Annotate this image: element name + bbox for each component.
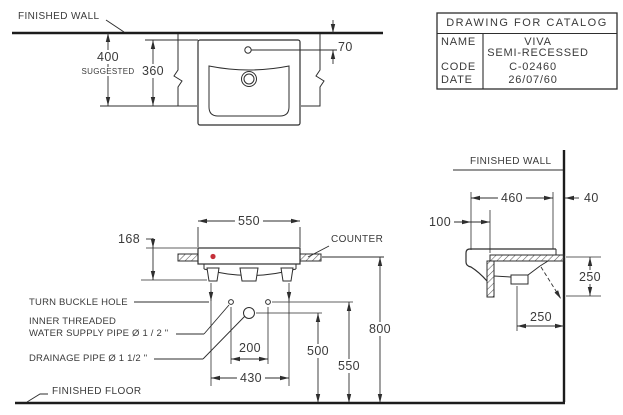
dim-400-note: SUGGESTED <box>78 67 138 76</box>
dim-168: 168 <box>118 232 141 246</box>
dim-800: 800 <box>365 322 395 336</box>
title-block-border <box>436 12 618 90</box>
title-block-date-label: DATE <box>441 74 473 86</box>
inner-threaded-label: INNER THREADED <box>29 316 117 327</box>
mount-lug-right <box>280 267 294 282</box>
tap-hole-outer <box>241 71 257 87</box>
dim-360: 360 <box>138 64 168 78</box>
mount-lug-left <box>206 267 220 282</box>
basin-bottom-side <box>493 275 512 278</box>
drain-boss-front <box>239 267 259 282</box>
finished-wall-label-plan: FINISHED WALL <box>18 11 100 22</box>
floor-group <box>15 393 565 405</box>
counter-edge-right-plan <box>301 34 325 107</box>
counter-top-section-side <box>489 254 565 262</box>
counter-apron-section-side <box>486 260 495 298</box>
sink-rim-profile-side <box>465 248 556 282</box>
dim-430: 430 <box>236 371 266 385</box>
tap-hole-inner <box>243 73 255 85</box>
counter-edge-left-plan <box>173 34 197 107</box>
dim-250-vert: 250 <box>575 270 605 284</box>
front-view-drawing <box>134 218 384 403</box>
drainage-pipe-circle <box>243 307 255 319</box>
basin-back-slope <box>527 265 541 276</box>
title-block-code-value: C-02460 <box>509 61 557 73</box>
title-block-code-label: CODE <box>441 61 476 73</box>
water-supply-hole-right <box>265 299 271 305</box>
water-supply-hole-left <box>228 299 234 305</box>
title-block-title: DRAWING FOR CATALOG <box>446 17 608 29</box>
red-marker-dot <box>210 253 216 260</box>
sink-outline-plan <box>197 39 301 126</box>
faucet-hole-plan <box>244 46 252 54</box>
dim-550-height: 550 <box>334 359 364 373</box>
drainage-leader-diag <box>202 315 246 360</box>
title-block-name-label: NAME <box>441 36 476 48</box>
water-supply-pipe-label: WATER SUPPLY PIPE Ø 1 / 2 " <box>29 328 169 339</box>
supply-leader-diag <box>203 304 230 335</box>
finished-floor-label: FINISHED FLOOR <box>52 386 142 397</box>
wall-label-leader <box>105 19 125 33</box>
plan-view-drawing <box>12 19 383 126</box>
dim-500: 500 <box>303 344 333 358</box>
dim-200: 200 <box>238 341 262 355</box>
side-view-drawing <box>453 150 601 402</box>
dim-550-width: 550 <box>234 214 264 228</box>
drainage-pipe-label: DRAINAGE PIPE Ø 1 1/2 " <box>29 353 148 364</box>
title-block-frame <box>436 12 618 90</box>
turn-buckle-hole-label: TURN BUCKLE HOLE <box>29 297 128 308</box>
counter-section-left <box>177 253 199 262</box>
finished-wall-label-side: FINISHED WALL <box>470 156 552 167</box>
title-block-name-value-1: VIVA <box>524 36 552 48</box>
dim-250-horiz: 250 <box>529 310 553 324</box>
dim-70: 70 <box>338 40 353 54</box>
title-block-date-value: 26/07/60 <box>508 74 558 86</box>
counter-label-leader <box>307 245 330 258</box>
drain-pipe-hidden-line <box>540 266 562 300</box>
dim-400: 400 <box>93 50 123 64</box>
counter-section-right <box>299 253 322 262</box>
dim-40: 40 <box>584 191 599 205</box>
drain-boss-side <box>510 274 529 285</box>
basin-back-upper <box>539 260 549 267</box>
title-block-name-value-2: SEMI-RECESSED <box>487 47 589 59</box>
dim-460: 460 <box>497 191 527 205</box>
dim-100: 100 <box>429 215 452 229</box>
sink-rim-front <box>197 247 301 265</box>
counter-label: COUNTER <box>331 234 384 245</box>
basin-outline-plan <box>208 65 290 117</box>
floor-label-leader <box>26 393 48 403</box>
